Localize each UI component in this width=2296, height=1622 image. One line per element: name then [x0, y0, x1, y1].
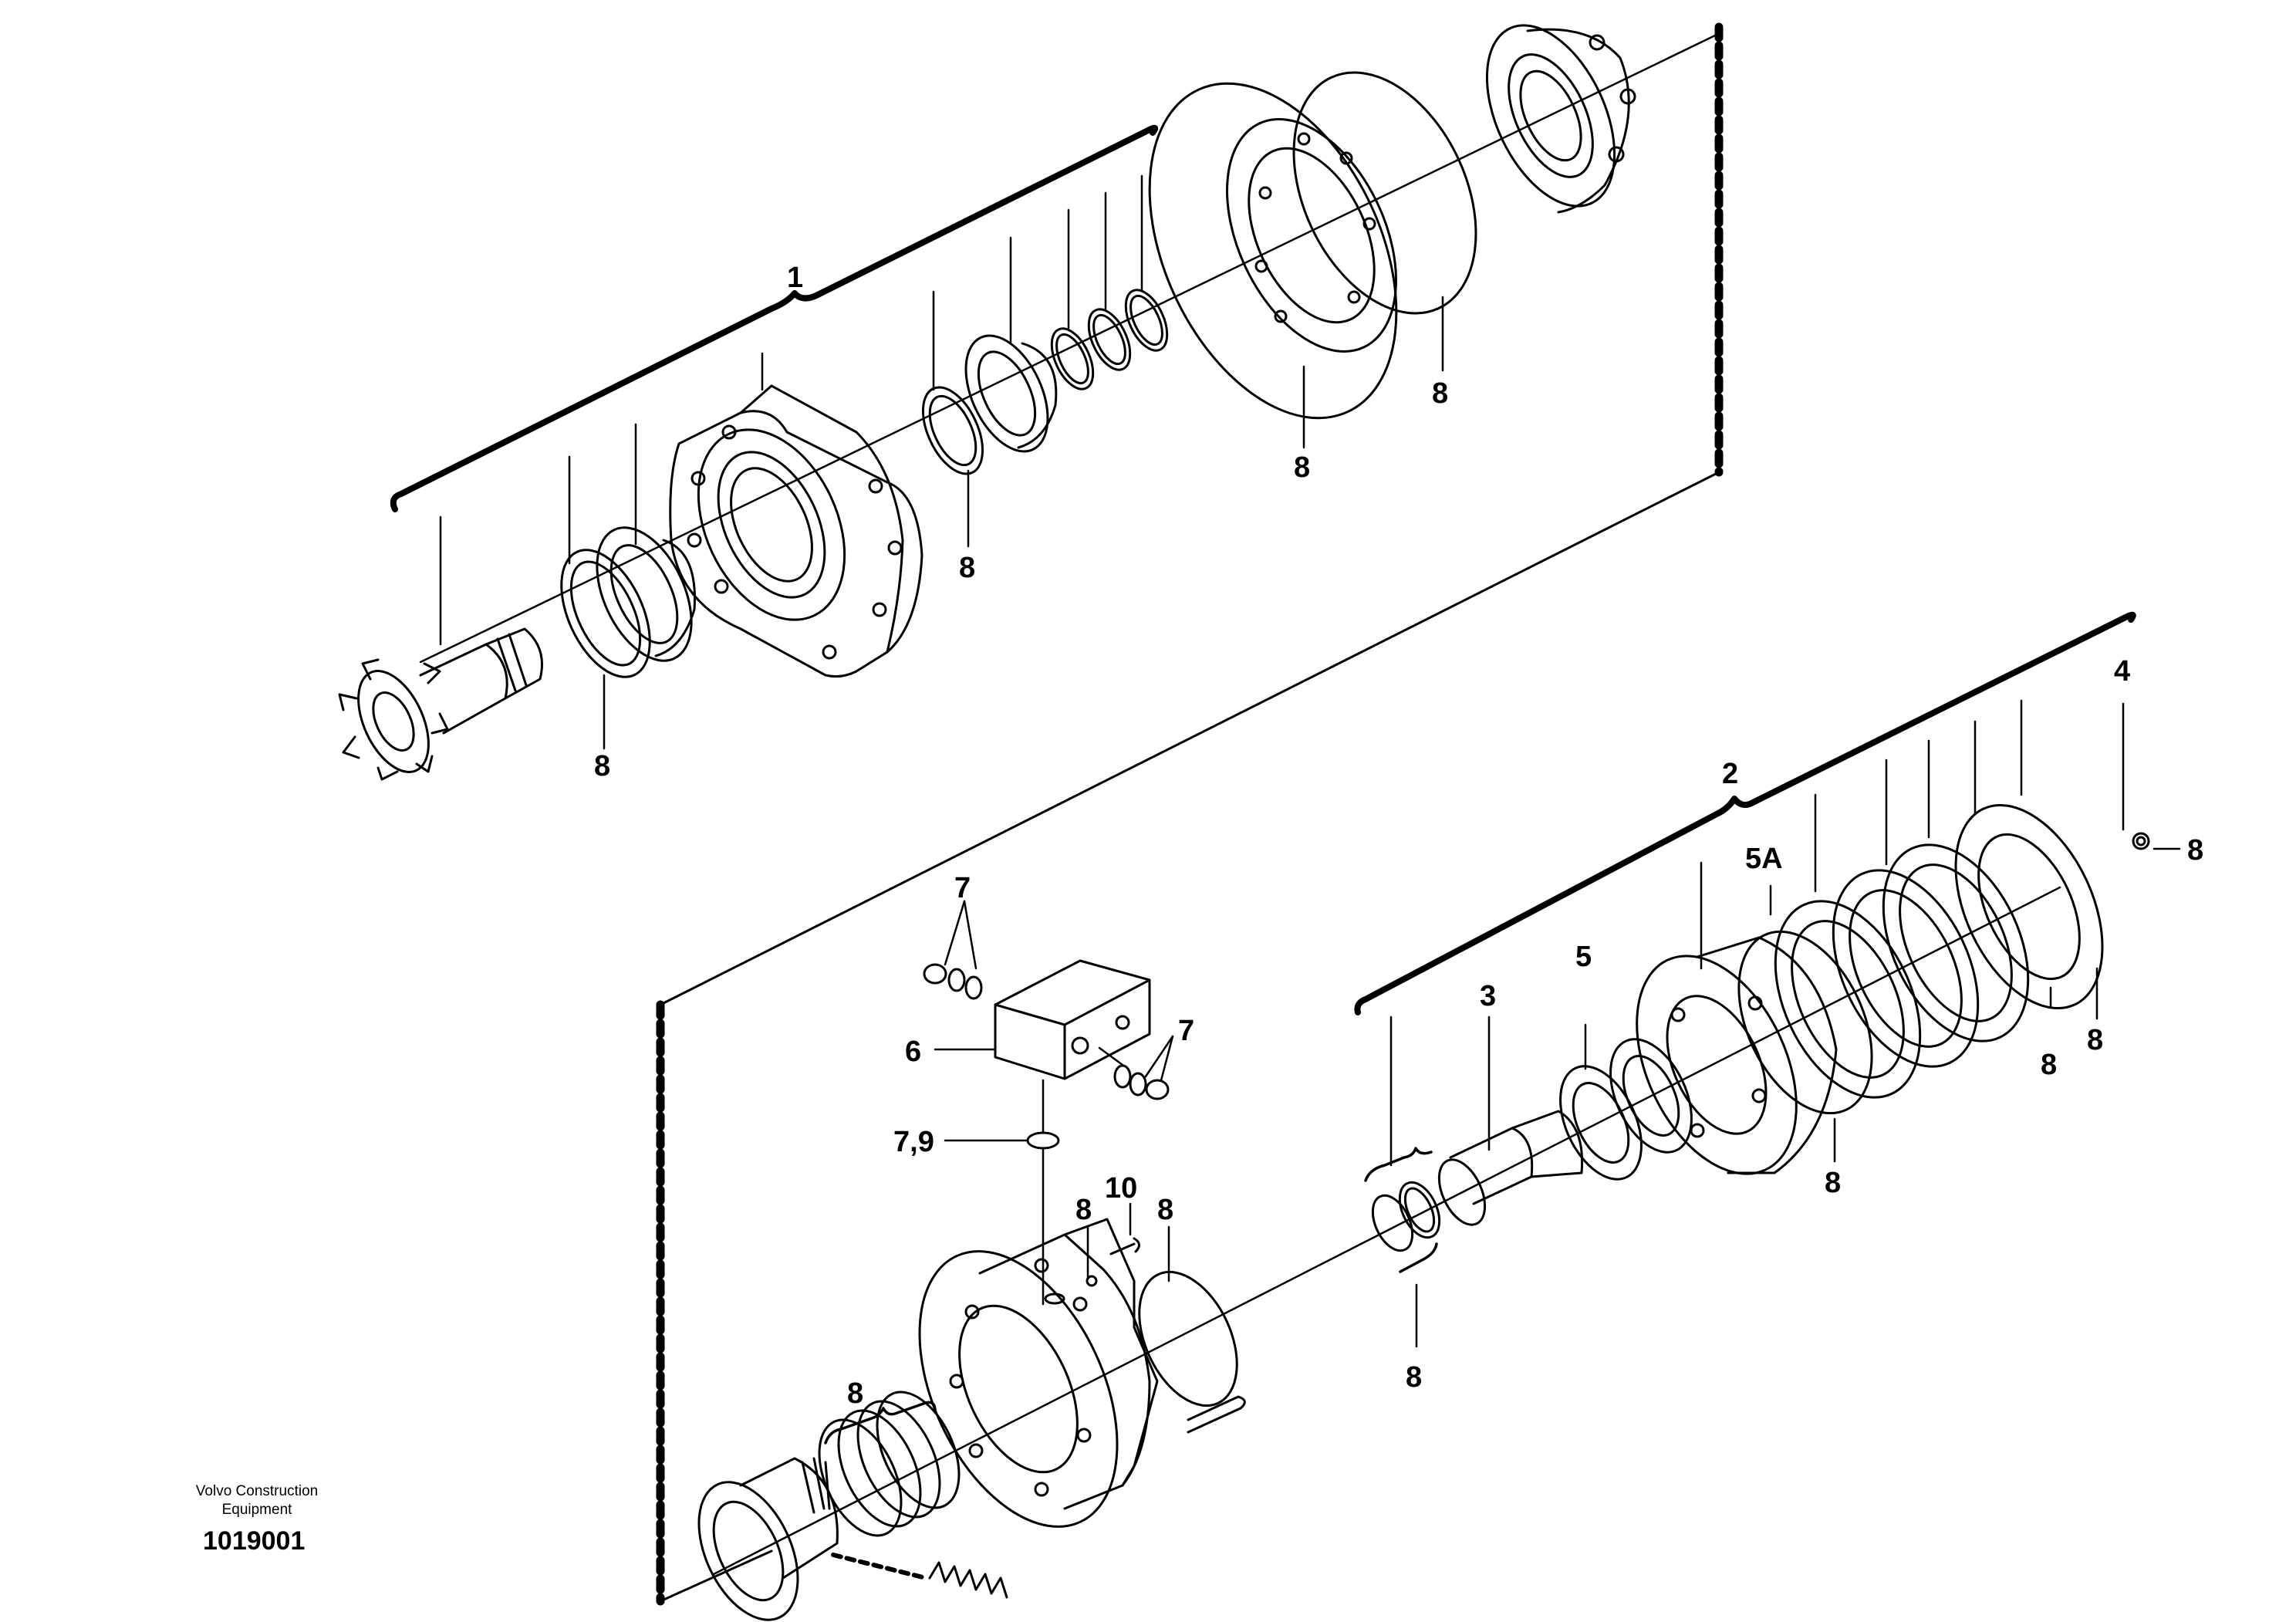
motor-casing	[918, 1218, 1159, 1528]
drawing-number: 1019001	[203, 1526, 305, 1556]
friction-ring-1	[1774, 900, 1922, 1099]
callout-8-i: 8	[1406, 1361, 1422, 1394]
callout-8-f: 8	[1825, 1167, 1841, 1199]
axis-lower	[712, 886, 2061, 1576]
o-ring-middle	[1138, 1270, 1238, 1407]
spline-sleeve	[697, 1457, 839, 1621]
o-ring-7a	[923, 963, 947, 985]
callout-8-a: 8	[594, 750, 610, 782]
connector-bottom	[659, 1549, 773, 1603]
callout-8-c: 8	[1294, 451, 1310, 484]
callout-5: 5	[1575, 941, 1592, 973]
bearing-1	[596, 526, 696, 662]
callout-8-k: 8	[1157, 1194, 1173, 1226]
spacer-ring	[1737, 930, 1873, 1115]
callout-1: 1	[787, 262, 803, 294]
callout-10: 10	[1105, 1172, 1137, 1205]
snap-ring-d	[1371, 1194, 1414, 1252]
callout-4: 4	[2114, 655, 2130, 688]
washer-4	[2132, 832, 2150, 850]
housing-1	[669, 384, 923, 678]
callout-2: 2	[1722, 758, 1738, 790]
bearing-2	[964, 334, 1058, 453]
o-ring-large-1	[1148, 82, 1398, 420]
callout-8-g: 8	[2041, 1049, 2057, 1081]
snap-ring-e	[1398, 1181, 1441, 1239]
callout-3: 3	[1480, 980, 1496, 1012]
bracket-group-1	[390, 124, 1159, 512]
callout-labels: 1 8 8 8 8 2 4 8 5A 5 3 8 8 8 8 7 7 6 7,9…	[594, 262, 2203, 1410]
drive-shaft	[1437, 1110, 1584, 1226]
callout-7-top: 7	[954, 872, 971, 904]
bracket-snap-bottom	[1399, 1242, 1438, 1273]
planetary-gear-set	[1559, 1038, 1693, 1181]
callout-8-e: 8	[2187, 834, 2203, 867]
washer-8-small	[1086, 1275, 1098, 1287]
credit-line-2: Equipment	[222, 1502, 293, 1518]
o-ring-7b	[1113, 1064, 1132, 1089]
friction-ring-2	[1832, 869, 1980, 1068]
bracket-group-2	[1354, 611, 2136, 1015]
planet-carrier	[1636, 936, 1838, 1175]
callout-8-b: 8	[959, 552, 975, 584]
coil-spring-large	[818, 1391, 961, 1537]
thrust-plate	[1226, 118, 1397, 353]
friction-ring-3	[1882, 843, 2030, 1042]
callout-7-9: 7,9	[893, 1126, 934, 1158]
snap-ring-a	[1050, 327, 1095, 390]
leader-lines-upper	[439, 174, 1444, 750]
bracket-snap-top	[1364, 1147, 1433, 1182]
footer: Volvo Construction Equipment 1019001	[196, 1483, 318, 1556]
pinion-gear-shaft	[338, 627, 543, 781]
screw-10	[1109, 1237, 1140, 1255]
o-ring-large-2	[1292, 71, 1477, 315]
credit-line-1: Volvo Construction	[196, 1483, 318, 1499]
callout-6: 6	[905, 1036, 921, 1068]
o-ring-7-9	[1026, 1131, 1060, 1150]
coil-spring-small	[928, 1561, 1008, 1599]
callout-8-l: 8	[847, 1377, 863, 1410]
connector-diagonal	[659, 471, 1720, 1006]
axis-upper	[419, 33, 1718, 664]
callout-8-h: 8	[2087, 1024, 2103, 1056]
valve-block	[994, 959, 1151, 1080]
callout-8-j: 8	[1075, 1194, 1092, 1226]
callout-5a: 5A	[1745, 843, 1783, 875]
seal-ring-1	[560, 549, 651, 678]
bracket-spring	[824, 1401, 937, 1445]
callout-7-right: 7	[1178, 1015, 1194, 1047]
end-bearing	[1485, 24, 1636, 214]
housing-bolt	[1187, 1395, 1246, 1434]
snap-ring-c	[1124, 289, 1169, 352]
leader-lines-lower	[934, 699, 2181, 1348]
callout-8-d: 8	[1432, 377, 1448, 410]
snap-ring-b	[1087, 308, 1132, 371]
end-plate	[1954, 803, 2104, 1010]
